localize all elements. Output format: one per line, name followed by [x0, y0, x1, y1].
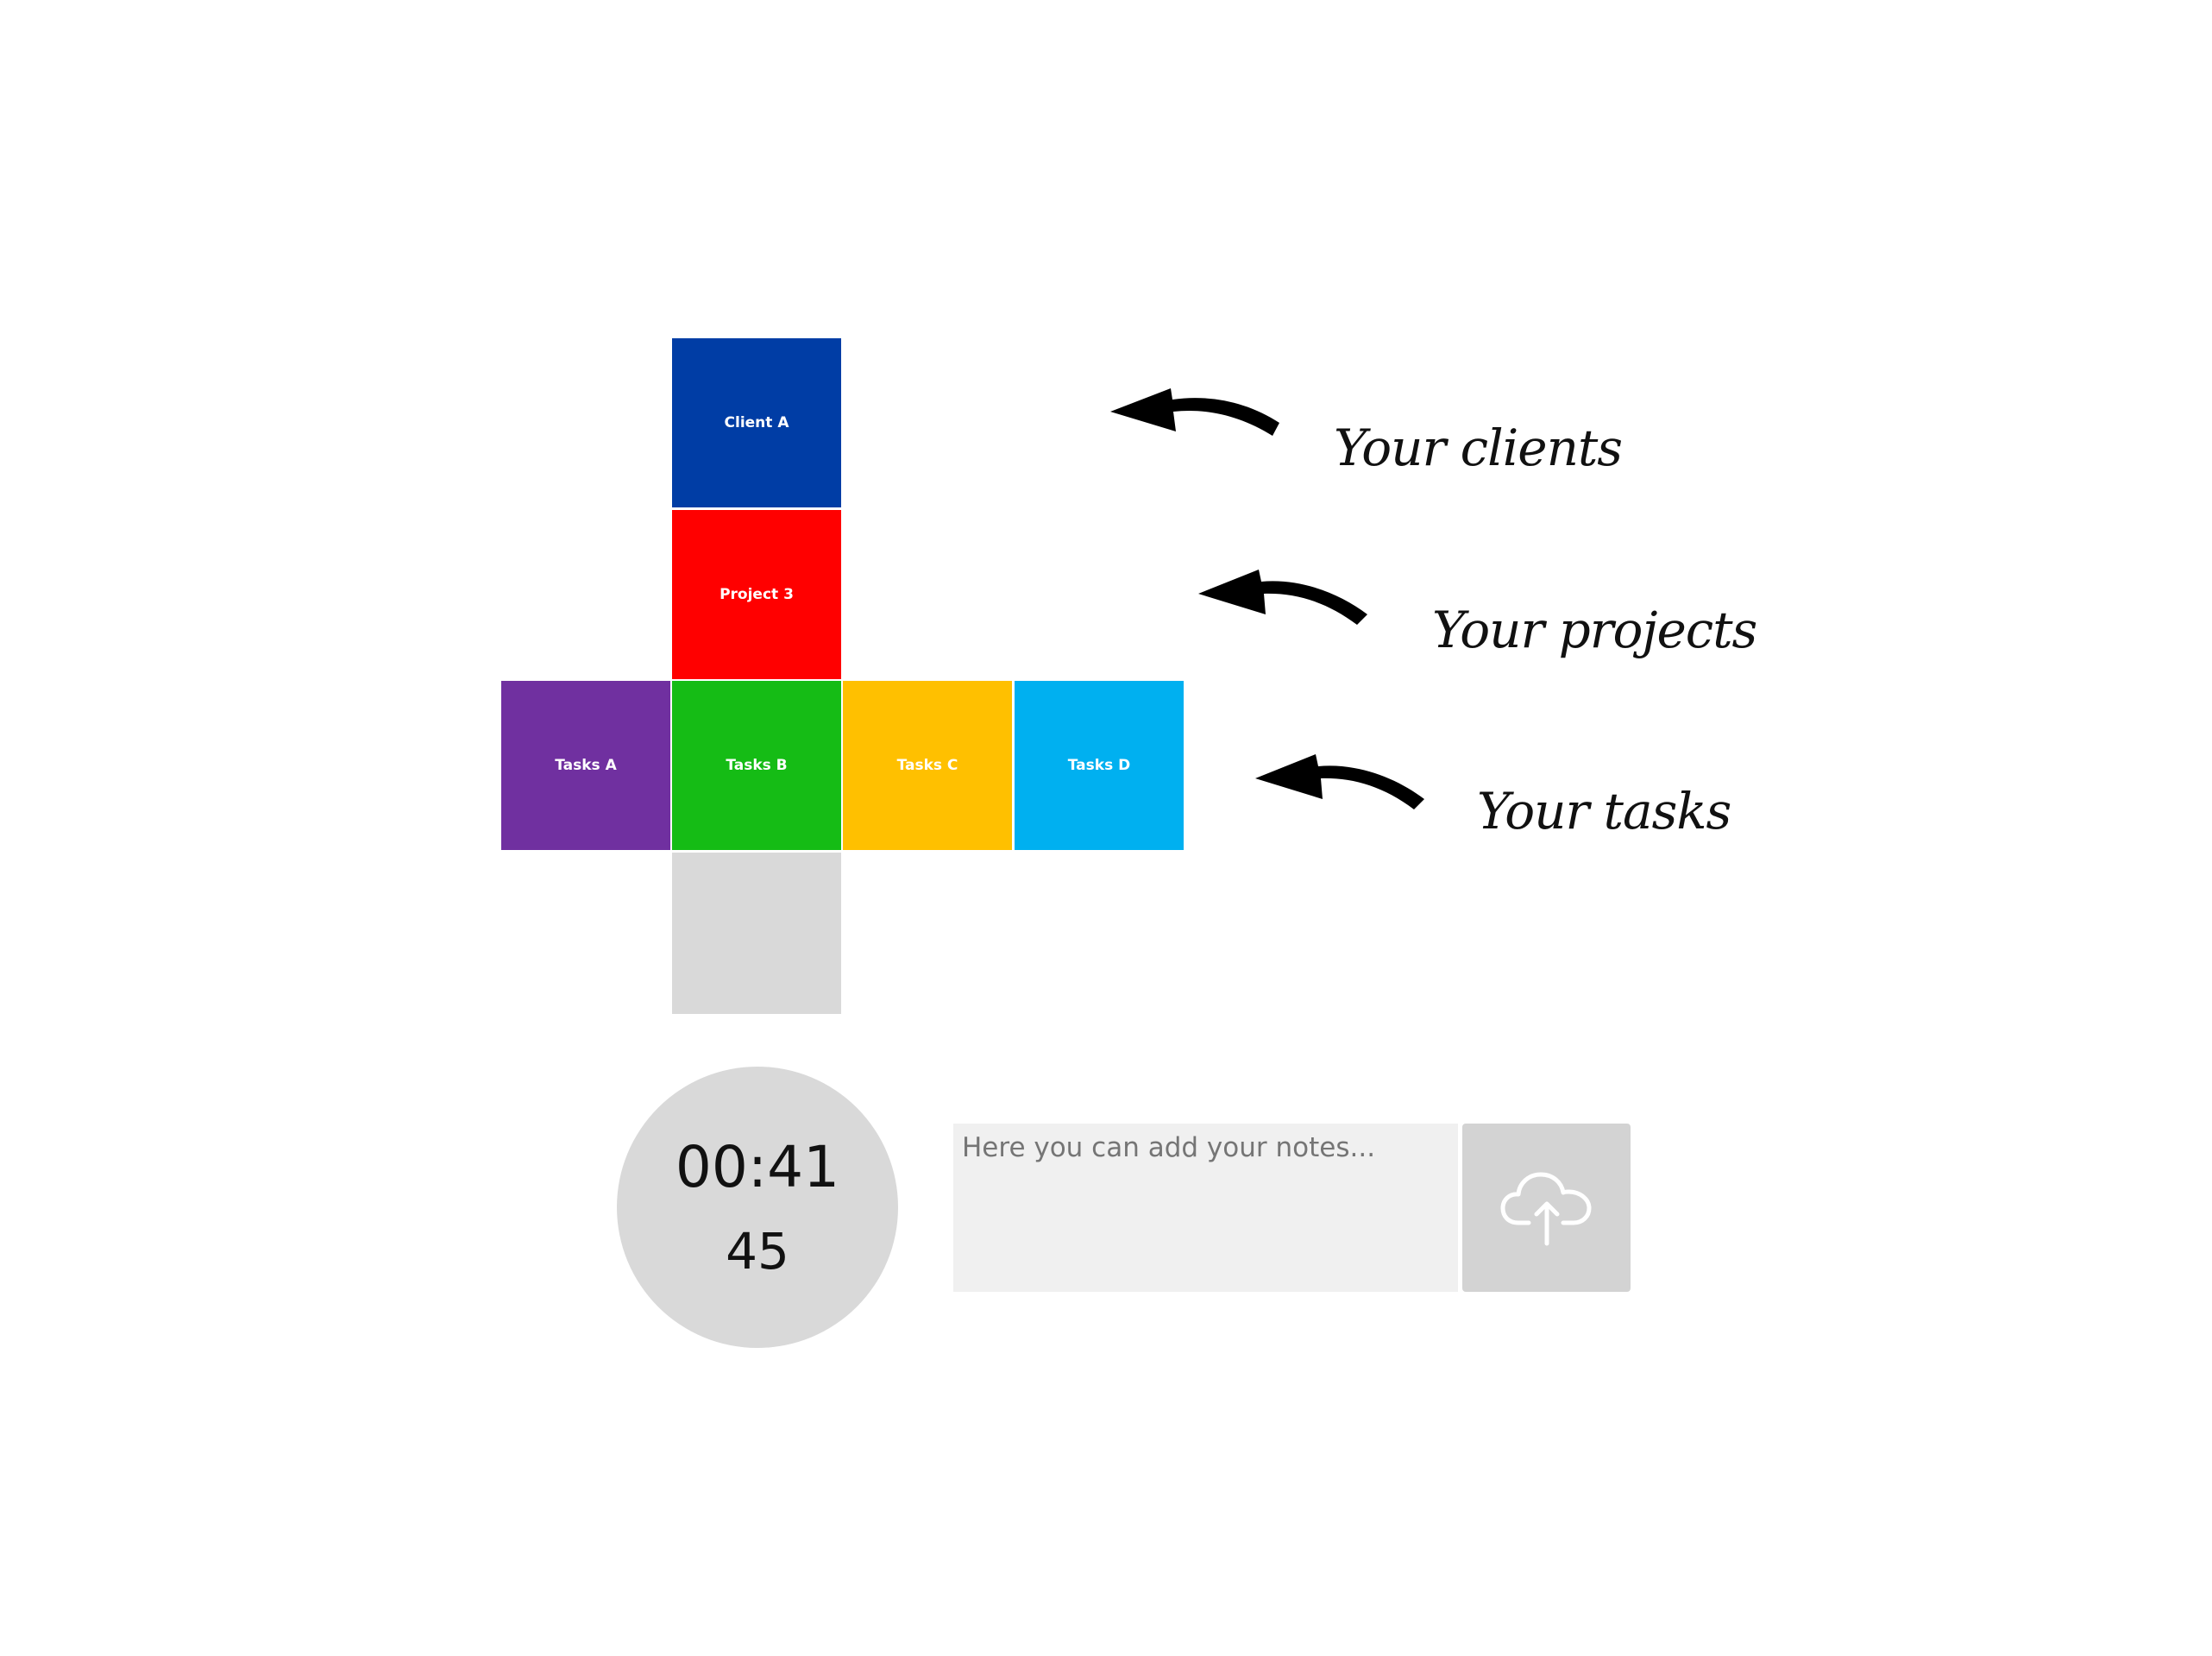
upload-button[interactable] — [1462, 1124, 1631, 1292]
tile-label: Tasks C — [896, 757, 958, 774]
arrow-icon — [1255, 754, 1424, 809]
tile-project-3[interactable]: Project 3 — [672, 510, 841, 679]
annotation-clients: Your clients — [1334, 419, 1623, 477]
tile-client-a[interactable]: Client A — [672, 338, 841, 507]
tile-tasks-b[interactable]: Tasks B — [672, 681, 841, 850]
arrow-icon — [1110, 388, 1279, 436]
tile-empty[interactable] — [672, 853, 841, 1014]
tile-tasks-d[interactable]: Tasks D — [1015, 681, 1184, 850]
tile-tasks-a[interactable]: Tasks A — [501, 681, 670, 850]
tile-label: Project 3 — [720, 586, 794, 603]
cloud-upload-icon — [1500, 1172, 1591, 1245]
timer-count: 45 — [726, 1222, 789, 1281]
tile-label: Tasks A — [555, 757, 617, 774]
arrow-icon — [1198, 570, 1367, 625]
timer[interactable]: 00:41 45 — [617, 1067, 898, 1348]
tile-tasks-c[interactable]: Tasks C — [843, 681, 1012, 850]
tile-label: Tasks D — [1067, 757, 1131, 774]
notes-input[interactable] — [953, 1124, 1458, 1292]
tile-label: Tasks B — [726, 757, 788, 774]
timer-time: 00:41 — [675, 1134, 840, 1200]
annotation-tasks: Your tasks — [1477, 782, 1731, 841]
tile-label: Client A — [724, 414, 789, 431]
annotation-projects: Your projects — [1432, 601, 1757, 659]
